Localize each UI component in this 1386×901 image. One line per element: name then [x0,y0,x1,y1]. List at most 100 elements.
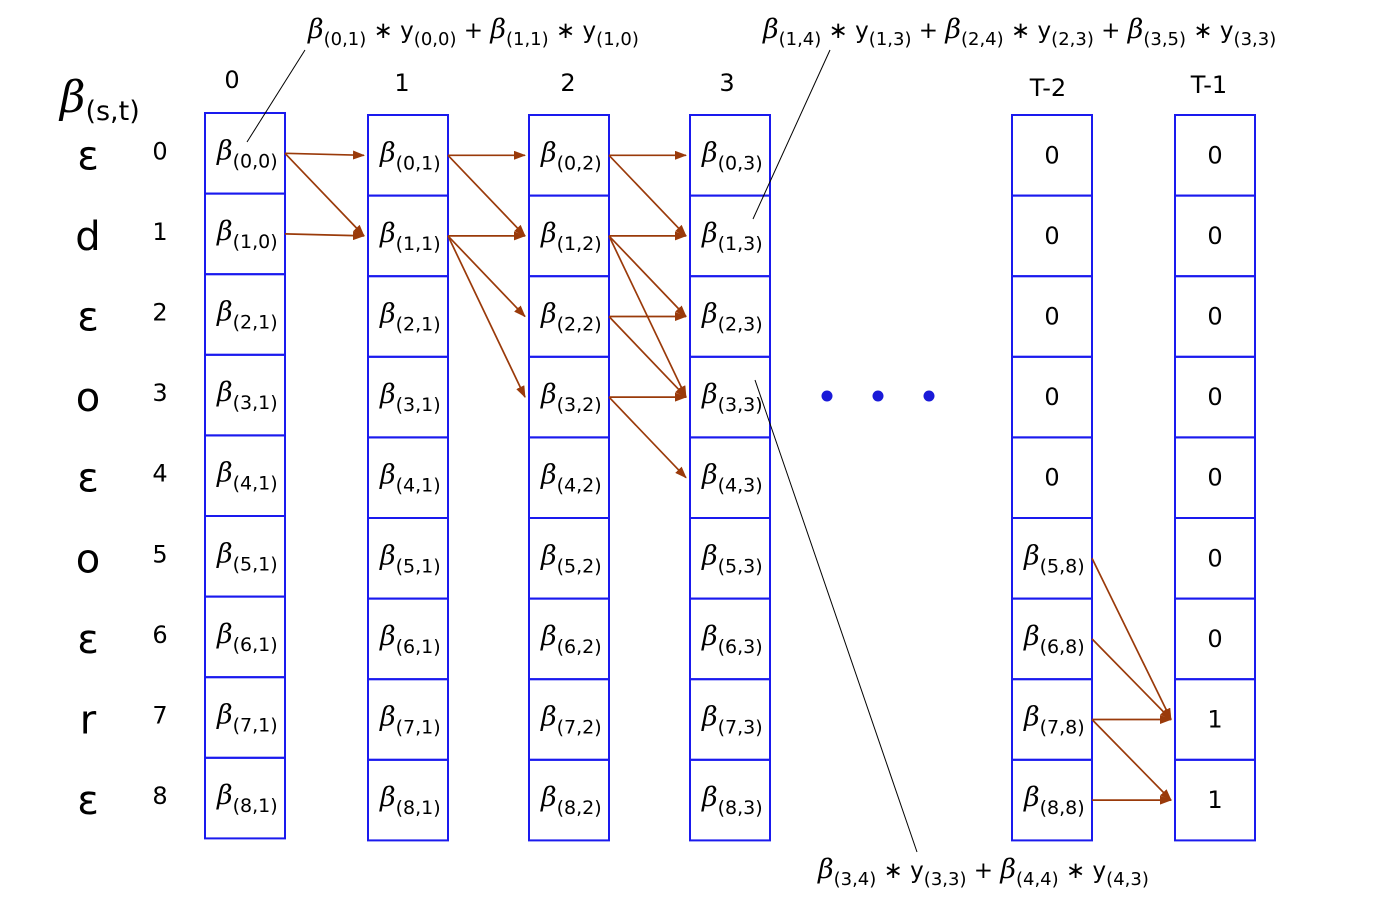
row-symbol-7: r [80,698,97,744]
cell-value-3-3: β(3,3) [701,379,763,416]
row-symbol-2: ε [77,295,99,341]
row-index-7: 7 [152,702,167,730]
column-header-5: T-1 [1190,71,1227,99]
cell-value-0-2: β(2,1) [216,297,278,334]
cell-value-0-6: β(6,1) [216,619,278,656]
cell-value-2-5: β(5,2) [540,540,602,577]
cell-value-1-3: β(3,1) [379,379,441,416]
row-symbol-3: o [76,375,100,421]
formula-pointer-lines [246,49,918,853]
cell-value-5-6: 0 [1207,625,1222,653]
cell-value-3-0: β(0,3) [701,137,763,174]
transition-arrow-17 [1091,557,1172,721]
pointer-line-top-left [246,49,306,143]
cell-value-4-3: 0 [1044,383,1059,411]
formula-top-right: β(1,4) ∗ y(1,3) + β(2,4) ∗ y(2,3) + β(3,… [762,14,1276,50]
transition-arrow-6 [447,235,526,318]
row-symbol-1: d [75,214,100,260]
cell-value-3-7: β(7,3) [701,702,763,739]
ellipsis-dot-2 [923,390,935,402]
formula-top-left: β(0,1) ∗ y(0,0) + β(1,1) ∗ y(1,0) [307,14,639,50]
cell-value-1-6: β(6,1) [379,621,441,658]
cell-1-8 [367,758,449,842]
cell-3-8 [689,758,771,842]
transition-arrow-16 [608,396,687,479]
transition-arrow-2 [284,231,365,241]
transition-arrow-18 [1091,638,1172,721]
cell-value-4-7: β(7,8) [1023,702,1085,739]
row-index-5: 5 [152,540,167,568]
transition-arrow-4 [447,154,526,237]
row-index-0: 0 [152,137,167,165]
row-index-3: 3 [152,379,167,407]
cell-value-1-2: β(2,1) [379,299,441,336]
transition-arrow-20 [1091,718,1172,801]
cell-value-2-2: β(2,2) [540,299,602,336]
formula-bottom: β(3,4) ∗ y(3,3) + β(4,4) ∗ y(4,3) [817,854,1149,890]
cell-value-5-7: 1 [1207,706,1222,734]
cell-value-4-1: 0 [1044,222,1059,250]
row-symbol-6: ε [77,617,99,663]
cell-value-3-8: β(8,3) [701,782,763,819]
cell-value-5-8: 1 [1207,786,1222,814]
cell-5-8 [1174,758,1256,842]
row-index-4: 4 [152,460,167,488]
cell-value-2-0: β(0,2) [540,137,602,174]
row-symbol-4: ε [77,456,99,502]
cell-value-0-8: β(8,1) [216,780,278,817]
ellipsis-dot-1 [872,390,884,402]
row-index-6: 6 [152,621,167,649]
column-header-2: 2 [560,69,575,97]
cell-value-4-8: β(8,8) [1023,782,1085,819]
cell-value-3-4: β(4,3) [701,460,763,497]
cell-value-1-0: β(0,1) [379,137,441,174]
cell-value-2-4: β(4,2) [540,460,602,497]
transition-arrow-1 [284,152,365,237]
row-symbol-5: o [76,536,100,582]
cell-value-1-7: β(7,1) [379,702,441,739]
cell-value-2-3: β(3,2) [540,379,602,416]
cell-value-3-6: β(6,3) [701,621,763,658]
ellipsis-dot-0 [821,390,833,402]
cell-value-5-4: 0 [1207,464,1222,492]
cell-value-3-2: β(2,3) [701,299,763,336]
cell-value-0-1: β(1,0) [216,216,278,253]
cell-value-0-5: β(5,1) [216,538,278,575]
column-header-3: 3 [719,69,734,97]
column-header-0: 0 [224,66,239,94]
cell-value-1-5: β(5,1) [379,540,441,577]
column-header-1: 1 [394,69,409,97]
cell-value-0-4: β(4,1) [216,458,278,495]
cell-value-5-3: 0 [1207,383,1222,411]
cell-value-4-0: 0 [1044,141,1059,169]
row-index-2: 2 [152,299,167,327]
transition-arrows [284,150,1172,805]
transition-arrow-7 [447,235,526,399]
cell-value-0-0: β(0,0) [216,135,278,172]
transition-arrow-9 [608,154,687,237]
row-symbol-8: ε [77,778,99,824]
cell-value-5-1: 0 [1207,222,1222,250]
cell-value-3-5: β(5,3) [701,540,763,577]
cell-0-8 [204,756,286,840]
transition-arrow-11 [608,235,687,318]
cell-2-8 [528,758,610,842]
cell-value-5-2: 0 [1207,303,1222,331]
cell-value-5-5: 0 [1207,544,1222,572]
cell-value-0-3: β(3,1) [216,377,278,414]
cell-value-4-5: β(5,8) [1023,540,1085,577]
column-header-4: T-2 [1029,74,1066,102]
cell-value-4-4: 0 [1044,464,1059,492]
cell-value-1-1: β(1,1) [379,218,441,255]
cell-value-1-8: β(8,1) [379,782,441,819]
cell-value-1-4: β(4,1) [379,460,441,497]
transition-arrow-14 [608,315,687,398]
cell-value-4-6: β(6,8) [1023,621,1085,658]
cell-value-2-8: β(8,2) [540,782,602,819]
cell-value-5-0: 0 [1207,141,1222,169]
cell-value-4-2: 0 [1044,303,1059,331]
cell-value-0-7: β(7,1) [216,700,278,737]
pointer-line-top-right [752,49,831,220]
